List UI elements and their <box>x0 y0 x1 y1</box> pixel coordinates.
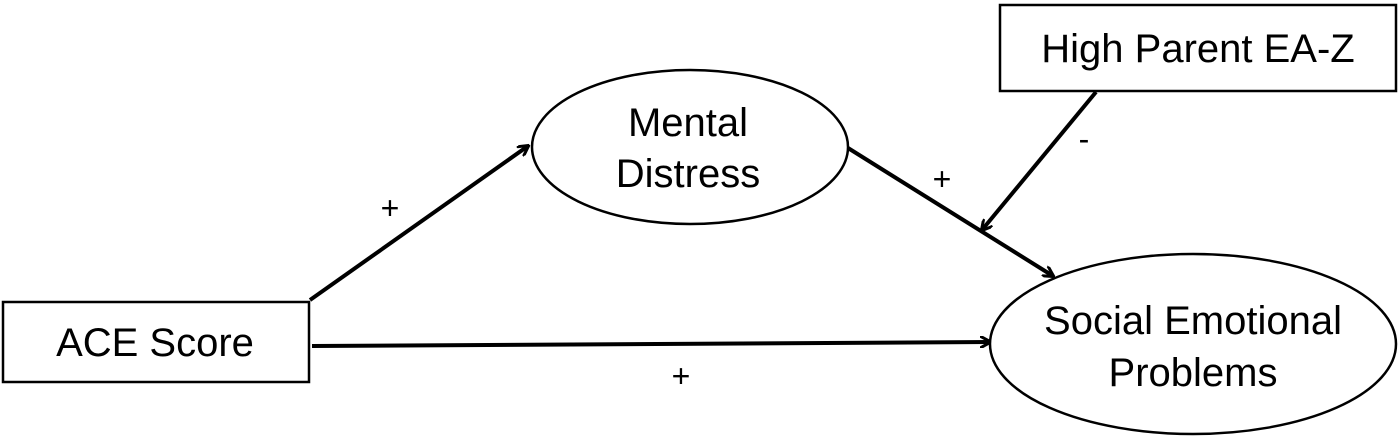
arrow-ace-to-problems <box>311 342 990 346</box>
social-emotional-problems-label-line2: Problems <box>1109 351 1278 395</box>
arrow-moderator-to-path <box>982 90 1098 230</box>
social-emotional-problems-node: Social Emotional Problems <box>988 252 1398 436</box>
sign-ace-to-problems: + <box>672 358 691 394</box>
mental-distress-node: Mental Distress <box>530 68 850 226</box>
sign-distress-to-problems: + <box>933 161 952 197</box>
ace-score-label: ACE Score <box>56 321 254 365</box>
ace-score-node: ACE Score <box>1 300 311 384</box>
social-emotional-problems-label-line1: Social Emotional <box>1044 299 1342 343</box>
sign-ace-to-distress: + <box>381 190 400 226</box>
arrow-distress-to-problems <box>846 146 1053 276</box>
high-parent-ea-z-label: High Parent EA-Z <box>1041 27 1354 71</box>
arrow-ace-to-distress <box>308 146 528 302</box>
sign-moderator-to-path: - <box>1079 121 1090 157</box>
mental-distress-label-line2: Distress <box>616 152 760 196</box>
mental-distress-label-line1: Mental <box>628 101 748 145</box>
high-parent-ea-z-node: High Parent EA-Z <box>998 3 1398 93</box>
